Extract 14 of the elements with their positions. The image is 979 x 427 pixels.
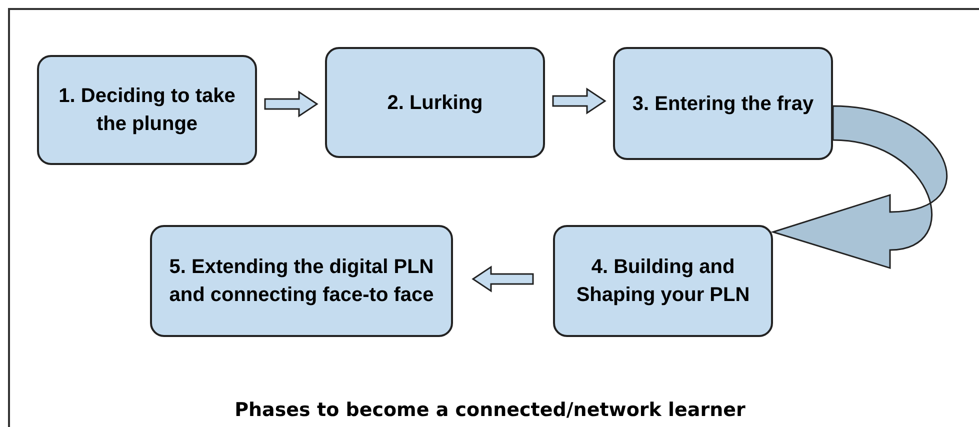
phase-label: 4. Building and Shaping your PLN (575, 255, 751, 308)
phase-box (325, 47, 545, 158)
block-arrow (264, 90, 318, 118)
phase-label: 2. Lurking (387, 90, 483, 116)
phase-box (553, 225, 773, 337)
phase-box (150, 225, 453, 337)
block-arrow (472, 266, 534, 292)
phase-box (37, 55, 257, 165)
caption: Phases to become a connected/network learner (234, 398, 746, 423)
phase-label: 5. Extending the digital PLN and connecting face-to face (168, 255, 435, 308)
block-arrow (552, 88, 606, 114)
phase-box (613, 47, 833, 160)
phase-label: 3. Entering the fray (632, 92, 814, 116)
phase-label: 1. Deciding to take the plunge (58, 84, 236, 137)
